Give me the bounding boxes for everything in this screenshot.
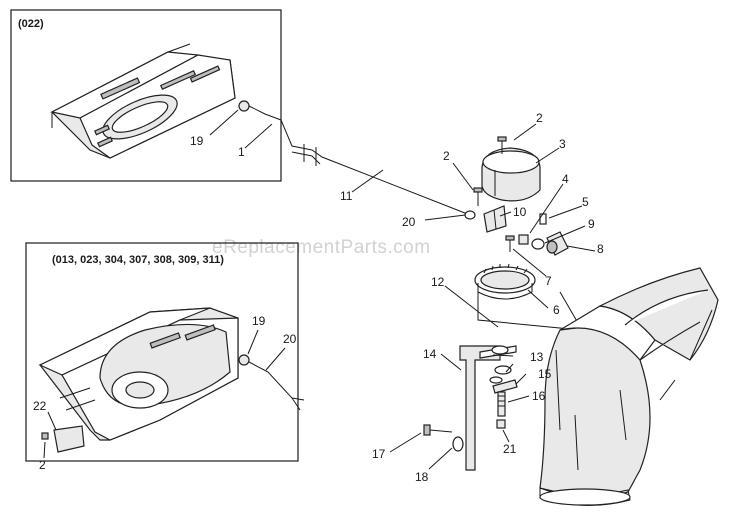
callout-7: 7 bbox=[545, 274, 552, 288]
chute-housing-022 bbox=[50, 43, 236, 159]
callout-12: 12 bbox=[431, 275, 445, 289]
callout-16: 16 bbox=[532, 389, 546, 403]
callout-1: 1 bbox=[238, 145, 245, 159]
callout-2-left: 2 bbox=[443, 149, 450, 163]
crank-end-013 bbox=[238, 354, 305, 411]
spacer-15 bbox=[492, 379, 518, 394]
callouts: 2 3 2 4 5 9 8 7 10 20 11 19 1 12 6 14 13… bbox=[33, 111, 604, 484]
leader-lines bbox=[43, 109, 596, 470]
washer-18 bbox=[452, 436, 464, 452]
callout-9: 9 bbox=[588, 217, 595, 231]
washer-20 bbox=[464, 210, 476, 220]
callout-21: 21 bbox=[503, 442, 517, 456]
callout-22: 22 bbox=[33, 399, 47, 413]
chute-cap bbox=[481, 147, 541, 202]
callout-19-bottom: 19 bbox=[252, 314, 266, 328]
gear-ring bbox=[474, 263, 536, 300]
callout-20-bottom: 20 bbox=[283, 332, 297, 346]
nut-4 bbox=[518, 234, 529, 245]
bolt-7 bbox=[505, 235, 515, 252]
inset-box-022: (022) bbox=[10, 9, 282, 182]
washer-9 bbox=[531, 238, 545, 250]
pin-5 bbox=[539, 213, 547, 225]
bolt-17 bbox=[423, 424, 453, 436]
callout-14: 14 bbox=[423, 347, 437, 361]
crank-rod bbox=[280, 119, 471, 216]
callout-11: 11 bbox=[340, 189, 353, 203]
callout-5: 5 bbox=[582, 195, 589, 209]
bolt-16 bbox=[497, 391, 506, 417]
callout-20-top: 20 bbox=[402, 215, 416, 229]
screw-top bbox=[497, 136, 507, 154]
callout-6: 6 bbox=[553, 303, 560, 317]
gear-knob-8 bbox=[546, 231, 569, 256]
callout-15: 15 bbox=[538, 367, 552, 381]
watermark-text: eReplacementParts.com bbox=[212, 237, 431, 258]
bracket-10 bbox=[483, 205, 507, 233]
inset-box-013: (013, 023, 304, 307, 308, 309, 311) bbox=[25, 242, 299, 462]
callout-10: 10 bbox=[513, 205, 527, 219]
callout-8: 8 bbox=[597, 242, 604, 256]
crank-end-022 bbox=[238, 100, 282, 121]
screw-left bbox=[473, 187, 483, 206]
callout-17: 17 bbox=[372, 447, 386, 461]
callout-13: 13 bbox=[530, 350, 544, 364]
bracket-22 bbox=[41, 425, 85, 453]
callout-2-bottom: 2 bbox=[39, 458, 46, 472]
callout-18: 18 bbox=[415, 470, 429, 484]
inset-label-013: (013, 023, 304, 307, 308, 309, 311) bbox=[52, 254, 224, 266]
nut-21 bbox=[496, 419, 506, 429]
washers-13 bbox=[489, 345, 512, 384]
callout-19-top: 19 bbox=[190, 134, 204, 148]
chute-housing-013 bbox=[38, 307, 239, 441]
callout-2-top: 2 bbox=[536, 111, 543, 125]
callout-3: 3 bbox=[559, 137, 566, 151]
inset-label-022: (022) bbox=[18, 18, 44, 30]
callout-4: 4 bbox=[562, 172, 569, 186]
discharge-chute bbox=[539, 267, 719, 506]
